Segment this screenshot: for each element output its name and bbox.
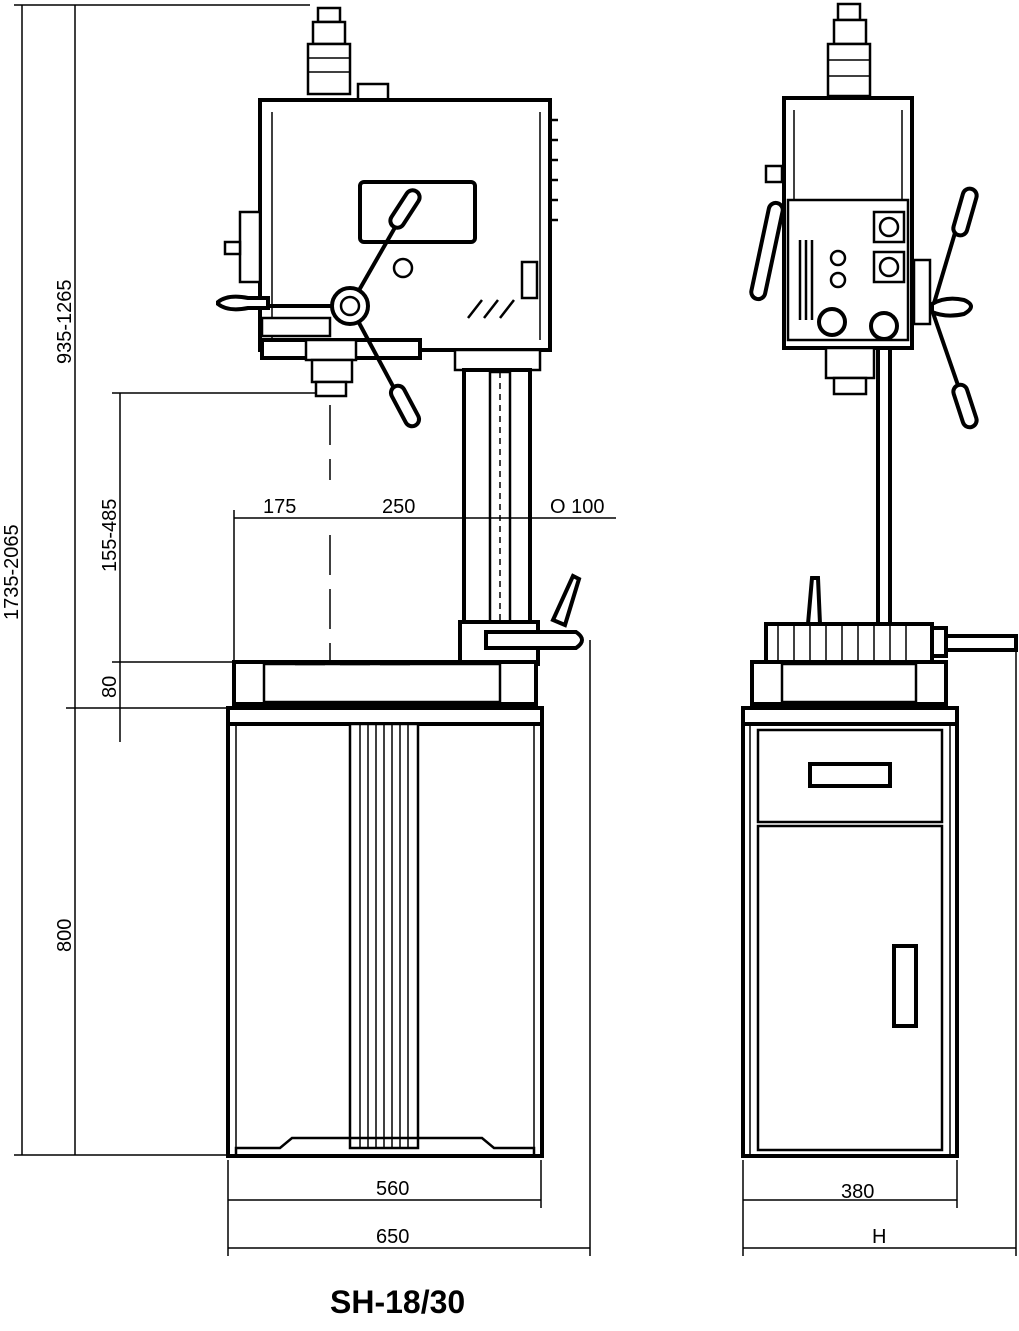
dim-column-diameter: O 100 xyxy=(550,496,604,518)
spindle xyxy=(304,338,358,680)
dim-overall-height: 1735-2065 xyxy=(1,524,23,620)
dim-head-height: 935-1265 xyxy=(54,279,76,364)
bottom-horizontal-dimension-lines xyxy=(227,640,591,1256)
dimension-labels: 1735-2065 935-1265 155-485 80 800 175 25… xyxy=(1,279,886,1320)
dim-table-width: 250 xyxy=(382,496,415,518)
dim-side-base-depth: 380 xyxy=(841,1181,874,1203)
base-cabinet xyxy=(226,706,544,1158)
dim-overall-width: 650 xyxy=(376,1226,409,1248)
front-view xyxy=(14,4,616,1256)
vertical-dimension-lines xyxy=(14,4,320,1156)
work-table xyxy=(232,573,584,706)
dim-base-width: 560 xyxy=(376,1178,409,1200)
side-view xyxy=(741,2,1018,1256)
motor-top xyxy=(306,6,390,102)
dim-throat: 175 xyxy=(263,496,296,518)
feed-star-handle xyxy=(270,188,422,429)
column xyxy=(462,368,532,634)
head-body xyxy=(216,98,558,372)
dim-spindle-to-table: 155-485 xyxy=(99,499,121,572)
dim-side-overall: H xyxy=(872,1226,886,1248)
dim-base-height: 800 xyxy=(54,919,76,952)
dim-table-height: 80 xyxy=(99,676,121,698)
model-title: SH-18/30 xyxy=(330,1284,465,1320)
top-horizontal-dimension-line xyxy=(233,510,616,700)
